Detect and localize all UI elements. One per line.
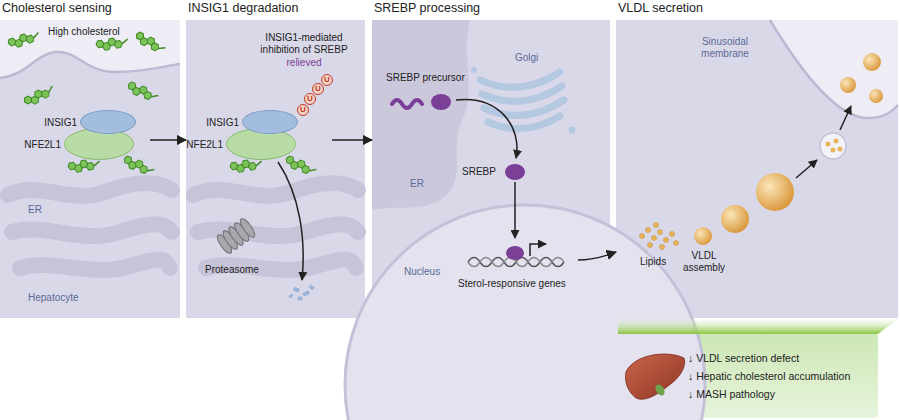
ubiquitin-circle: U (304, 93, 316, 105)
annotation-label: Proteasome (205, 264, 259, 276)
outcome-box: ↓ VLDL secretion defect↓ Hepatic cholest… (618, 334, 878, 418)
annotation-label: ER (410, 178, 424, 190)
flow-arrow (365, 139, 372, 141)
panel-heading: INSIG1 degradation (188, 1, 299, 15)
annotation-label: Lipids (640, 256, 666, 268)
annotation-label: Sterol-responsive genes (458, 278, 566, 290)
panel-heading: VLDL secretion (618, 1, 703, 15)
protein-name: NFE2L1 (186, 139, 223, 150)
annotation-label: relieved (254, 57, 354, 69)
annotation-label: Nucleus (404, 266, 440, 278)
panel-heading: Cholesterol sensing (2, 1, 112, 15)
ubiquitin-label: U (300, 106, 306, 114)
annotation-label: SREBP (462, 166, 496, 178)
annotation-label: Sinusoidal membrane (690, 36, 760, 60)
annotation-label: ER (28, 204, 42, 216)
outcome-text: ↓ VLDL secretion defect (688, 349, 878, 367)
annotation-label: INSIG1-mediated inhibition of SREBP (254, 32, 354, 56)
ubiquitin-label: U (324, 76, 330, 84)
outcome-fan (618, 319, 898, 334)
process-panel: INSIG1NFE2L1Cholesterol sensing (0, 20, 180, 318)
ubiquitin-circle: U (321, 74, 333, 86)
annotation-label: Hepatocyte (28, 292, 79, 304)
protein-ellipse: INSIG1 (242, 110, 298, 134)
ubiquitin-circle: U (312, 83, 324, 95)
ubiquitin-label: U (315, 85, 321, 93)
outcome-text: ↓ Hepatic cholesterol accumulation (688, 367, 878, 385)
annotation-label: SREBP precursor (386, 72, 465, 84)
protein-name: INSIG1 (44, 117, 77, 128)
annotation-label: Golgi (515, 52, 538, 64)
ubiquitin-circle: U (297, 104, 309, 116)
protein-ellipse: INSIG1 (80, 110, 136, 134)
annotation-label: VLDL assembly (680, 250, 728, 274)
protein-name: NFE2L1 (24, 139, 61, 150)
protein-name: INSIG1 (206, 117, 239, 128)
panel-heading: SREBP processing (374, 1, 480, 15)
annotation-label: High cholesterol (48, 26, 120, 38)
ubiquitin-label: U (307, 95, 313, 103)
process-panel: VLDL secretion (616, 20, 898, 318)
outcome-text: ↓ MASH pathology (688, 385, 878, 403)
